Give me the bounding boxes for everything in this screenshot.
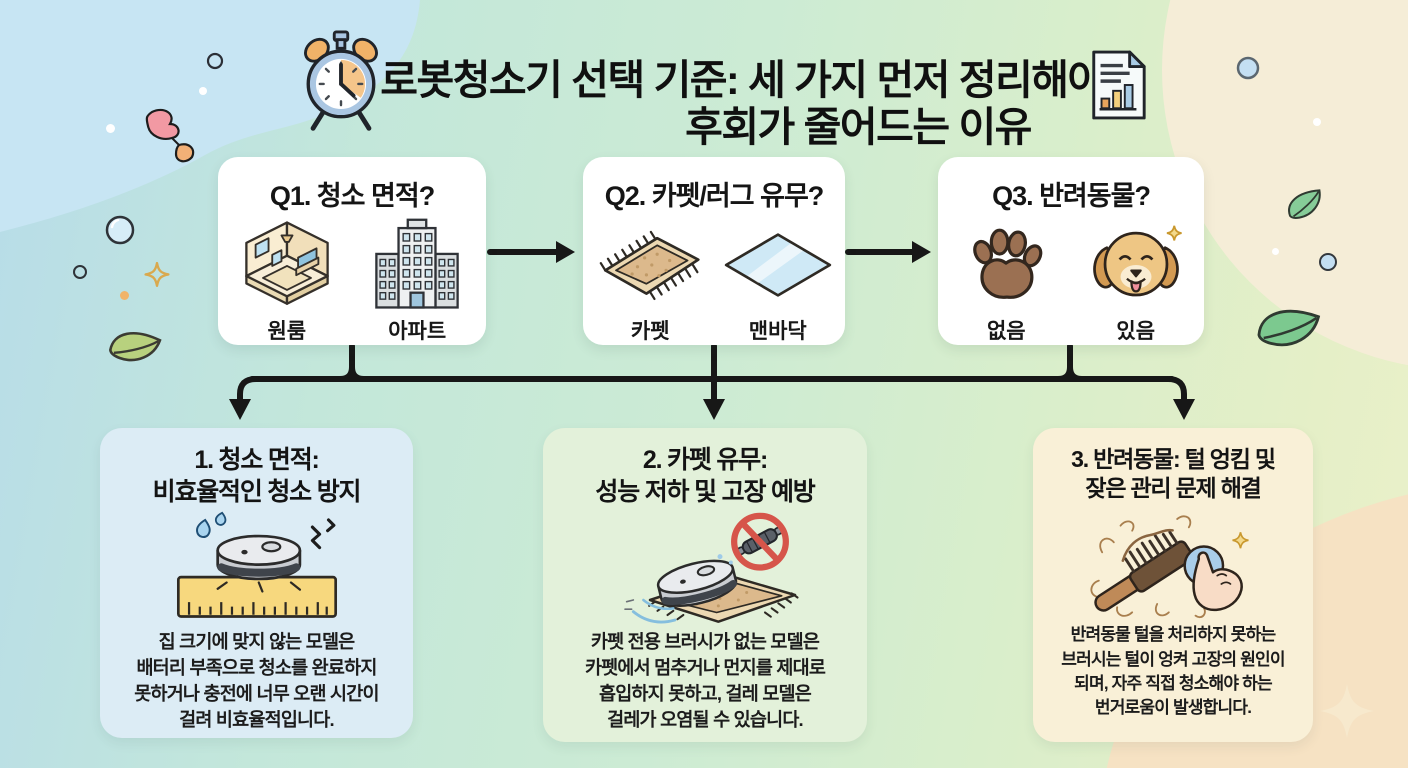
white-dot xyxy=(1272,248,1279,255)
report-document-icon xyxy=(1092,50,1146,120)
bubble-icon xyxy=(1319,253,1337,271)
apartment-icon xyxy=(375,218,459,309)
option-bare-floor: 맨바닥 xyxy=(717,217,838,345)
option-has-pet: 있음 xyxy=(1075,217,1197,345)
leaf-icon xyxy=(109,332,162,362)
bubble-icon xyxy=(1236,56,1260,80)
reason-3-title: 3. 반려동물: 털 엉킴 및 잦은 관리 문제 해결 xyxy=(1071,446,1276,502)
reason-card-2: 2. 카펫 유무: 성능 저하 및 고장 예방 xyxy=(543,428,867,742)
vacuum-on-ruler-icon xyxy=(176,511,337,618)
white-dot xyxy=(1313,118,1321,126)
option-apartment: 아파트 xyxy=(356,217,479,345)
studio-room-icon xyxy=(245,221,329,305)
circle-outline-icon xyxy=(73,265,87,279)
white-dot xyxy=(199,87,207,95)
arrowheads xyxy=(229,241,1195,420)
title-line-2: 후회가 줄어드는 이유 xyxy=(685,104,1032,150)
option-carpet: 카펫 xyxy=(590,217,711,345)
question-3-heading: Q3. 반려동물? xyxy=(992,181,1151,211)
option-label: 카펫 xyxy=(630,320,670,343)
reason-2-title: 2. 카펫 유무: 성능 저하 및 고장 예방 xyxy=(595,446,815,506)
bg-blob-cream xyxy=(1162,0,1408,366)
sparkle-icon xyxy=(1320,684,1374,738)
question-box-3: Q3. 반려동물? 없음 xyxy=(938,157,1204,345)
question-box-1: Q1. 청소 면적? xyxy=(218,157,486,345)
orange-dot xyxy=(120,291,129,300)
dog-face-icon xyxy=(1092,225,1182,297)
white-dot xyxy=(106,124,115,133)
reason-3-body: 반려동물 털을 처리하지 못하는 브러시는 털이 엉켜 고장의 원인이 되며, … xyxy=(1061,625,1285,717)
carpet-icon xyxy=(599,230,700,301)
option-label: 아파트 xyxy=(388,320,447,343)
paw-print-icon xyxy=(973,228,1043,299)
option-label: 원룸 xyxy=(267,320,307,343)
reason-card-3: 3. 반려동물: 털 엉킴 및 잦은 관리 문제 해결 xyxy=(1033,428,1313,742)
vacuum-on-carpet-no-brush-icon xyxy=(624,512,799,623)
sparkle-icon xyxy=(144,262,170,288)
brush-hair-cleaning-icon xyxy=(1090,515,1249,619)
leaf-icon xyxy=(1288,189,1321,219)
leaf-icon xyxy=(1257,309,1321,347)
question-box-2: Q2. 카펫/러그 유무? xyxy=(583,157,845,345)
circle-outline-icon xyxy=(206,52,224,70)
reason-1-title: 1. 청소 면적: 비효율적인 청소 방지 xyxy=(152,446,362,506)
reason-2-body: 카펫 전용 브러시가 없는 모델은 카펫에서 멈추거나 먼지를 제대로 흡입하지… xyxy=(584,630,826,731)
question-1-heading: Q1. 청소 면적? xyxy=(269,181,435,211)
paint-splash-icon xyxy=(145,108,195,163)
bubble-icon xyxy=(105,215,135,245)
title-line-1: 로봇청소기 선택 기준: 세 가지 먼저 정리해야 xyxy=(380,57,1105,103)
reason-card-1: 1. 청소 면적: 비효율적인 청소 방지 집 크기에 맞지 않는 모델은 배터… xyxy=(100,428,413,738)
alarm-clock-icon xyxy=(304,30,378,131)
option-label: 맨바닥 xyxy=(748,320,807,343)
option-label: 없음 xyxy=(986,320,1026,343)
reason-1-body: 집 크기에 맞지 않는 모델은 배터리 부족으로 청소를 완료하지 못하거나 충… xyxy=(134,630,379,731)
bare-floor-icon xyxy=(724,233,831,297)
question-2-heading: Q2. 카펫/러그 유무? xyxy=(604,181,825,211)
option-no-pet: 없음 xyxy=(945,217,1067,345)
option-studio-room: 원룸 xyxy=(225,217,348,345)
option-label: 있음 xyxy=(1116,320,1156,343)
